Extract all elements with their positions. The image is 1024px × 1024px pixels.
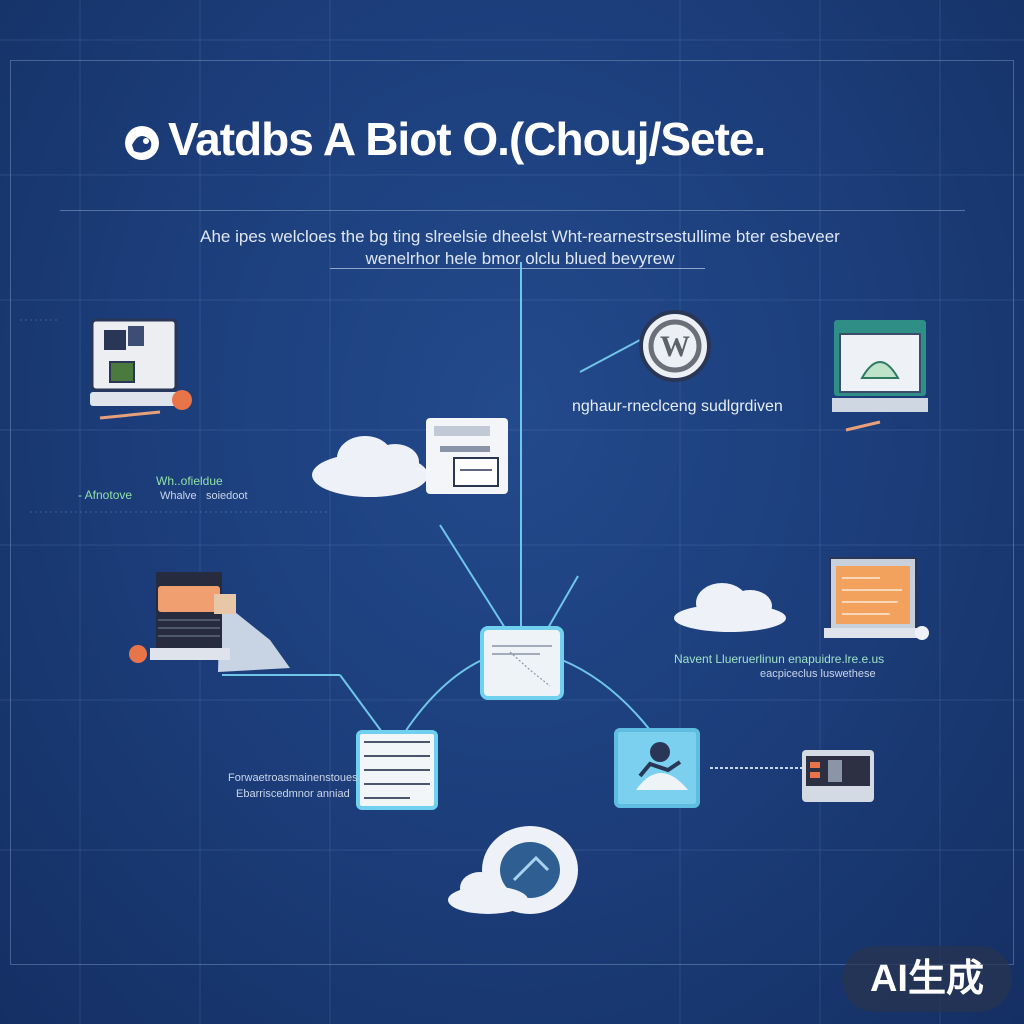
connector-right-up	[547, 575, 579, 629]
server-icon	[426, 418, 508, 494]
page-title-text: Vatdbs A Biot O.(Chouj/Sete.	[168, 113, 766, 165]
cloud-icon	[674, 583, 786, 632]
node-label: Wh..ofieldue	[156, 474, 223, 488]
svg-text:W: W	[660, 330, 690, 363]
page-title: Vatdbs A Biot O.(Chouj/Sete.	[120, 112, 920, 166]
node-label: Whalve	[160, 490, 197, 502]
node-label: Navent Llueruerlinun enapuidre.lre.e.us	[674, 652, 885, 666]
connector-mid-left	[404, 659, 483, 733]
wordpress-icon: W	[639, 310, 711, 382]
connectors	[222, 262, 651, 733]
node-label: soiedoot	[206, 490, 248, 502]
node-label: nghaur-rneclceng sudlgrdiven	[572, 398, 783, 415]
node-label: Forwaetroasmainenstoues	[228, 772, 358, 784]
document-icon	[356, 730, 438, 810]
monitor-icon	[832, 320, 928, 432]
monitor-icon	[90, 318, 192, 420]
node-label: Ebarriscedmnor anniad	[236, 788, 350, 800]
node-label: - Afnotove	[78, 488, 133, 502]
user-node	[614, 728, 700, 808]
connector-left-d	[339, 674, 383, 733]
subtitle-line-1: Ahe ipes welcloes the bg ting slreelsie …	[200, 227, 840, 246]
diagram-frame	[10, 60, 1014, 965]
ai-generated-badge: AI生成	[842, 946, 1012, 1012]
cloud-icon	[312, 436, 428, 497]
subtitle-divider	[330, 268, 705, 269]
hub-node	[480, 626, 564, 700]
connector-mid-right	[561, 659, 651, 731]
title-divider	[60, 210, 965, 211]
connector-wp	[579, 339, 641, 373]
cloud-icon	[448, 826, 578, 914]
device-icon	[802, 750, 874, 802]
subtitle-line-2: wenelrhor hele bmor olclu blued bevyrew	[365, 249, 675, 268]
logo-icon	[125, 125, 159, 160]
server-icon	[129, 572, 290, 672]
node-label: eacpiceclus luswethese	[760, 668, 876, 680]
document-icon	[824, 557, 929, 640]
connector-cloud	[439, 524, 506, 629]
subtitle: Ahe ipes welcloes the bg ting slreelsie …	[140, 226, 900, 270]
